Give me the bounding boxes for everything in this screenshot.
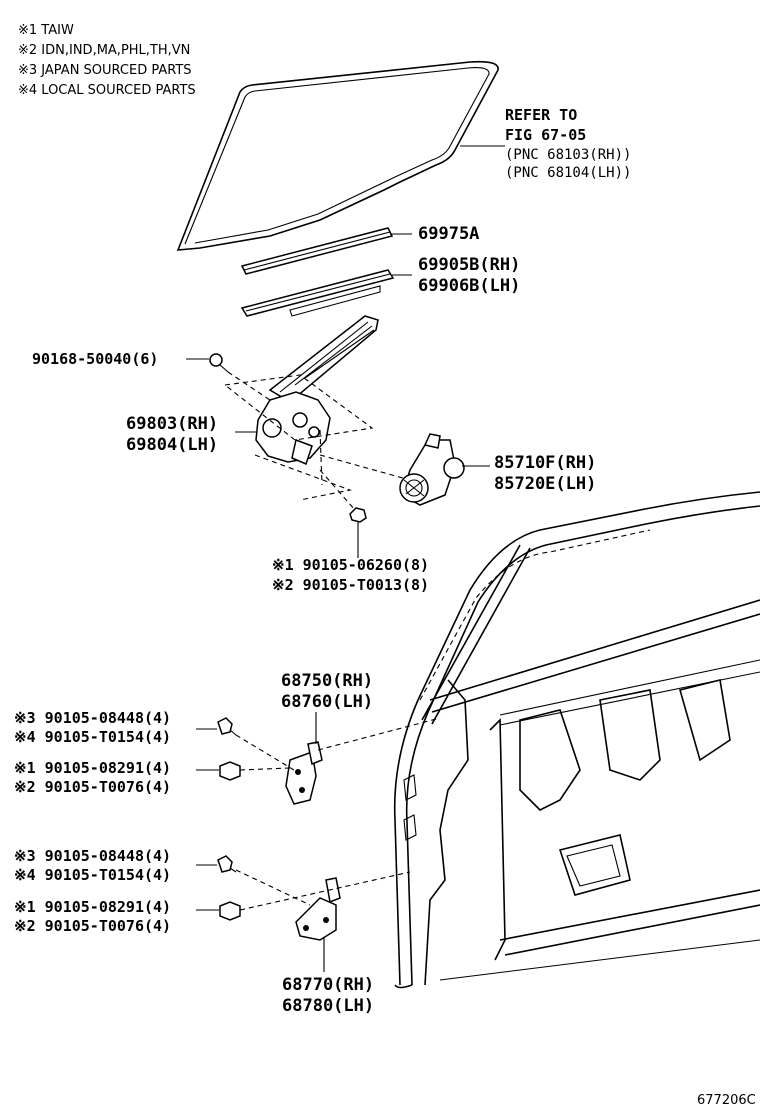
label-90168: 90168-50040(6) <box>32 350 159 368</box>
upper-door-hinge <box>217 717 441 805</box>
note-1: ※1 TAIW <box>18 23 74 38</box>
label-bolt-mid-2: ※2 90105-T0013(8) <box>272 576 430 594</box>
label-85710f: 85710F(RH) <box>494 453 597 473</box>
note-2: ※2 IDN,IND,MA,PHL,TH,VN <box>18 43 191 58</box>
label-69804: 69804(LH) <box>126 435 219 455</box>
label-69905b: 69905B(RH) <box>418 255 521 275</box>
refer-line-2: FIG 67-05 <box>505 126 587 144</box>
door-glass <box>176 60 499 251</box>
glass-run-69975a <box>240 227 394 275</box>
door-shell <box>393 491 760 989</box>
label-bolt-mid-1: ※1 90105-06260(8) <box>272 556 430 574</box>
label-hl-a2: ※4 90105-T0154(4) <box>14 866 172 884</box>
label-hu-a1: ※3 90105-08448(4) <box>14 709 172 727</box>
refer-line-1: REFER TO <box>505 106 578 124</box>
label-69803: 69803(RH) <box>126 414 219 434</box>
label-hu-b2: ※2 90105-T0076(4) <box>14 778 172 796</box>
power-window-motor <box>399 433 465 506</box>
label-69906b: 69906B(LH) <box>418 276 521 296</box>
note-4: ※4 LOCAL SOURCED PARTS <box>18 83 196 98</box>
note-3: ※3 JAPAN SOURCED PARTS <box>18 63 192 78</box>
label-68770: 68770(RH) <box>282 975 375 995</box>
refer-line-3: (PNC 68103(RH)) <box>505 147 632 163</box>
label-hl-a1: ※3 90105-08448(4) <box>14 847 172 865</box>
label-68780: 68780(LH) <box>282 996 375 1016</box>
figure-id: 677206C <box>697 1093 756 1108</box>
outer-weatherstrip <box>240 269 395 317</box>
label-69975a: 69975A <box>418 224 480 244</box>
refer-line-4: (PNC 68104(LH)) <box>505 165 632 181</box>
label-hu-a2: ※4 90105-T0154(4) <box>14 728 172 746</box>
lower-door-hinge <box>217 855 411 941</box>
label-hl-b2: ※2 90105-T0076(4) <box>14 917 172 935</box>
bolt-90168 <box>209 353 271 401</box>
label-hu-b1: ※1 90105-08291(4) <box>14 759 172 777</box>
label-85720e: 85720E(LH) <box>494 474 597 494</box>
label-68750: 68750(RH) <box>281 671 374 691</box>
window-regulator <box>223 315 411 501</box>
bolt-90105-mid <box>319 469 367 523</box>
label-68760: 68760(LH) <box>281 692 374 712</box>
label-hl-b1: ※1 90105-08291(4) <box>14 898 172 916</box>
